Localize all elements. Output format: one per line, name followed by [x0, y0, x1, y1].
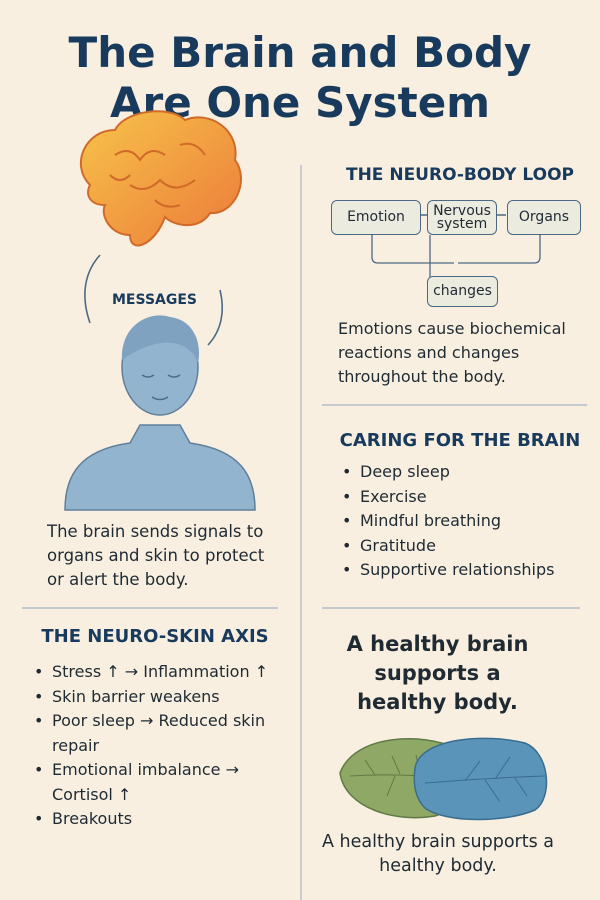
list-item: Breakouts [30, 807, 290, 832]
node-nervous-system: Nervous system [427, 200, 497, 235]
node-emotion: Emotion [331, 200, 421, 235]
list-item: Deep sleep [338, 460, 588, 485]
leaves-illustration [339, 737, 548, 821]
loop-caption: Emotions cause biochemical reactions and… [338, 319, 566, 386]
arrow-down-icon [84, 254, 101, 324]
caring-list: Deep sleep Exercise Mindful breathing Gr… [338, 460, 588, 583]
list-item: Supportive relationships [338, 558, 588, 583]
caring-heading: CARING FOR THE BRAIN [339, 430, 581, 451]
list-item: Poor sleep → Reduced skin repair [30, 709, 290, 758]
messages-label: MESSAGES [112, 292, 198, 308]
signal-text: The brain sends signals to organs and sk… [47, 522, 265, 589]
neuro-body-heading: THE NEURO-BODY LOOP [345, 165, 574, 185]
bottom-caption: A healthy brain supports a healthy body. [322, 832, 554, 876]
divider [322, 607, 580, 609]
title-line-1: The Brain and Body [68, 28, 532, 77]
arrow-up-icon [207, 289, 224, 346]
node-organs: Organs [507, 200, 581, 235]
divider [322, 404, 587, 406]
node-changes: changes [427, 276, 498, 307]
brain-icon [79, 110, 242, 247]
person-icon [64, 315, 256, 511]
list-item: Gratitude [338, 534, 588, 559]
column-divider [300, 165, 302, 900]
neuro-skin-list: Stress ↑ → Inflammation ↑ Skin barrier w… [30, 660, 290, 832]
list-item: Skin barrier weakens [30, 685, 290, 710]
divider [22, 607, 278, 609]
list-item: Mindful breathing [338, 509, 588, 534]
list-item: Emotional imbalance → Cortisol ↑ [30, 758, 290, 807]
list-item: Stress ↑ → Inflammation ↑ [30, 660, 290, 685]
loop-connectors [371, 214, 541, 277]
list-item: Exercise [338, 485, 588, 510]
tagline: A healthy brain supports a healthy body. [346, 632, 529, 714]
brain-body-illustration [64, 110, 256, 511]
neuro-skin-heading: THE NEURO-SKIN AXIS [41, 626, 269, 647]
